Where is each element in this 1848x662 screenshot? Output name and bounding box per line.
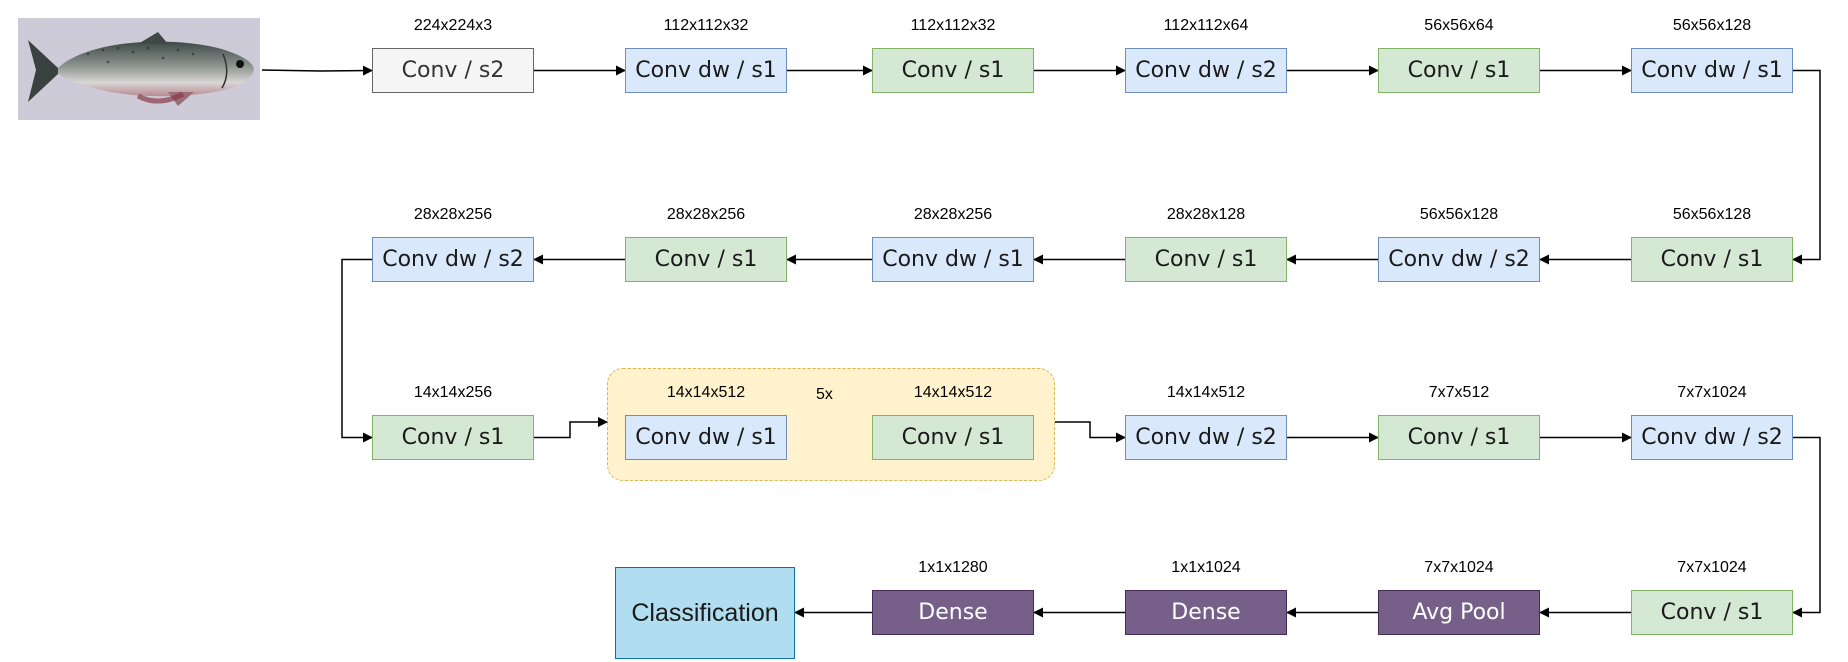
connector-arrow bbox=[1792, 436, 1821, 618]
shape-label: 224x224x3 bbox=[413, 17, 493, 34]
shape-label: 28x28x256 bbox=[913, 206, 993, 223]
layer-box-conv-s1: Conv / s1 bbox=[1631, 590, 1793, 635]
shape-label: 7x7x512 bbox=[1428, 384, 1490, 401]
layer-box-conv-s1: Conv / s1 bbox=[872, 415, 1034, 460]
layer-box-conv-dw-s2: Conv dw / s2 bbox=[1125, 415, 1287, 460]
fish-illustration bbox=[28, 32, 254, 106]
layer-box-conv-s1: Conv / s1 bbox=[372, 415, 534, 460]
input-image bbox=[18, 18, 260, 120]
shape-label: 7x7x1024 bbox=[1424, 559, 1494, 576]
repeat-count-label: 5x bbox=[816, 386, 833, 403]
layer-box-conv-dw-s2: Conv dw / s2 bbox=[1631, 415, 1793, 460]
layer-box-conv-s1: Conv / s1 bbox=[1631, 237, 1793, 282]
shape-label: 1x1x1280 bbox=[918, 559, 988, 576]
layer-box-conv-s1: Conv / s1 bbox=[1378, 48, 1540, 93]
shape-label: 56x56x128 bbox=[1419, 206, 1499, 223]
connector-arrow bbox=[1055, 421, 1126, 443]
layer-box-conv-dw-s2: Conv dw / s2 bbox=[372, 237, 534, 282]
shape-label: 112x112x64 bbox=[1163, 17, 1249, 34]
shape-label: 28x28x128 bbox=[1166, 206, 1246, 223]
layer-box-conv-dw-s2: Conv dw / s2 bbox=[1125, 48, 1287, 93]
layer-box-conv-s1: Conv / s1 bbox=[1125, 237, 1287, 282]
connector-arrow bbox=[534, 417, 608, 439]
shape-label: 1x1x1024 bbox=[1171, 559, 1241, 576]
connector-input bbox=[261, 65, 373, 76]
shape-label: 14x14x512 bbox=[666, 384, 746, 401]
shape-label: 14x14x512 bbox=[1166, 384, 1246, 401]
layer-box-conv-s1: Conv / s1 bbox=[625, 237, 787, 282]
layer-box-conv-s1: Conv / s1 bbox=[1378, 415, 1540, 460]
connector-arrow bbox=[341, 258, 373, 443]
layer-box-dense: Dense bbox=[1125, 590, 1287, 635]
layer-box-conv-dw-s1: Conv dw / s1 bbox=[1631, 48, 1793, 93]
shape-label: 14x14x256 bbox=[413, 384, 493, 401]
shape-label: 56x56x64 bbox=[1424, 17, 1494, 34]
layer-box-classification: Classification bbox=[615, 567, 795, 659]
layer-box-conv-dw-s1: Conv dw / s1 bbox=[625, 415, 787, 460]
shape-label: 112x112x32 bbox=[910, 17, 996, 34]
shape-label: 56x56x128 bbox=[1672, 206, 1752, 223]
connector-arrow bbox=[1792, 69, 1821, 265]
shape-label: 56x56x128 bbox=[1672, 17, 1752, 34]
shape-label: 28x28x256 bbox=[666, 206, 746, 223]
layer-box-dense: Dense bbox=[872, 590, 1034, 635]
layer-box-avg-pool: Avg Pool bbox=[1378, 590, 1540, 635]
shape-label: 28x28x256 bbox=[413, 206, 493, 223]
layer-box-conv-s1: Conv / s1 bbox=[872, 48, 1034, 93]
layer-box-conv-s2: Conv / s2 bbox=[372, 48, 534, 93]
layer-box-conv-dw-s2: Conv dw / s2 bbox=[1378, 237, 1540, 282]
shape-label: 7x7x1024 bbox=[1677, 559, 1747, 576]
layer-box-conv-dw-s1: Conv dw / s1 bbox=[625, 48, 787, 93]
shape-label: 112x112x32 bbox=[663, 17, 749, 34]
layer-box-conv-dw-s1: Conv dw / s1 bbox=[872, 237, 1034, 282]
shape-label: 14x14x512 bbox=[913, 384, 993, 401]
shape-label: 7x7x1024 bbox=[1677, 384, 1747, 401]
